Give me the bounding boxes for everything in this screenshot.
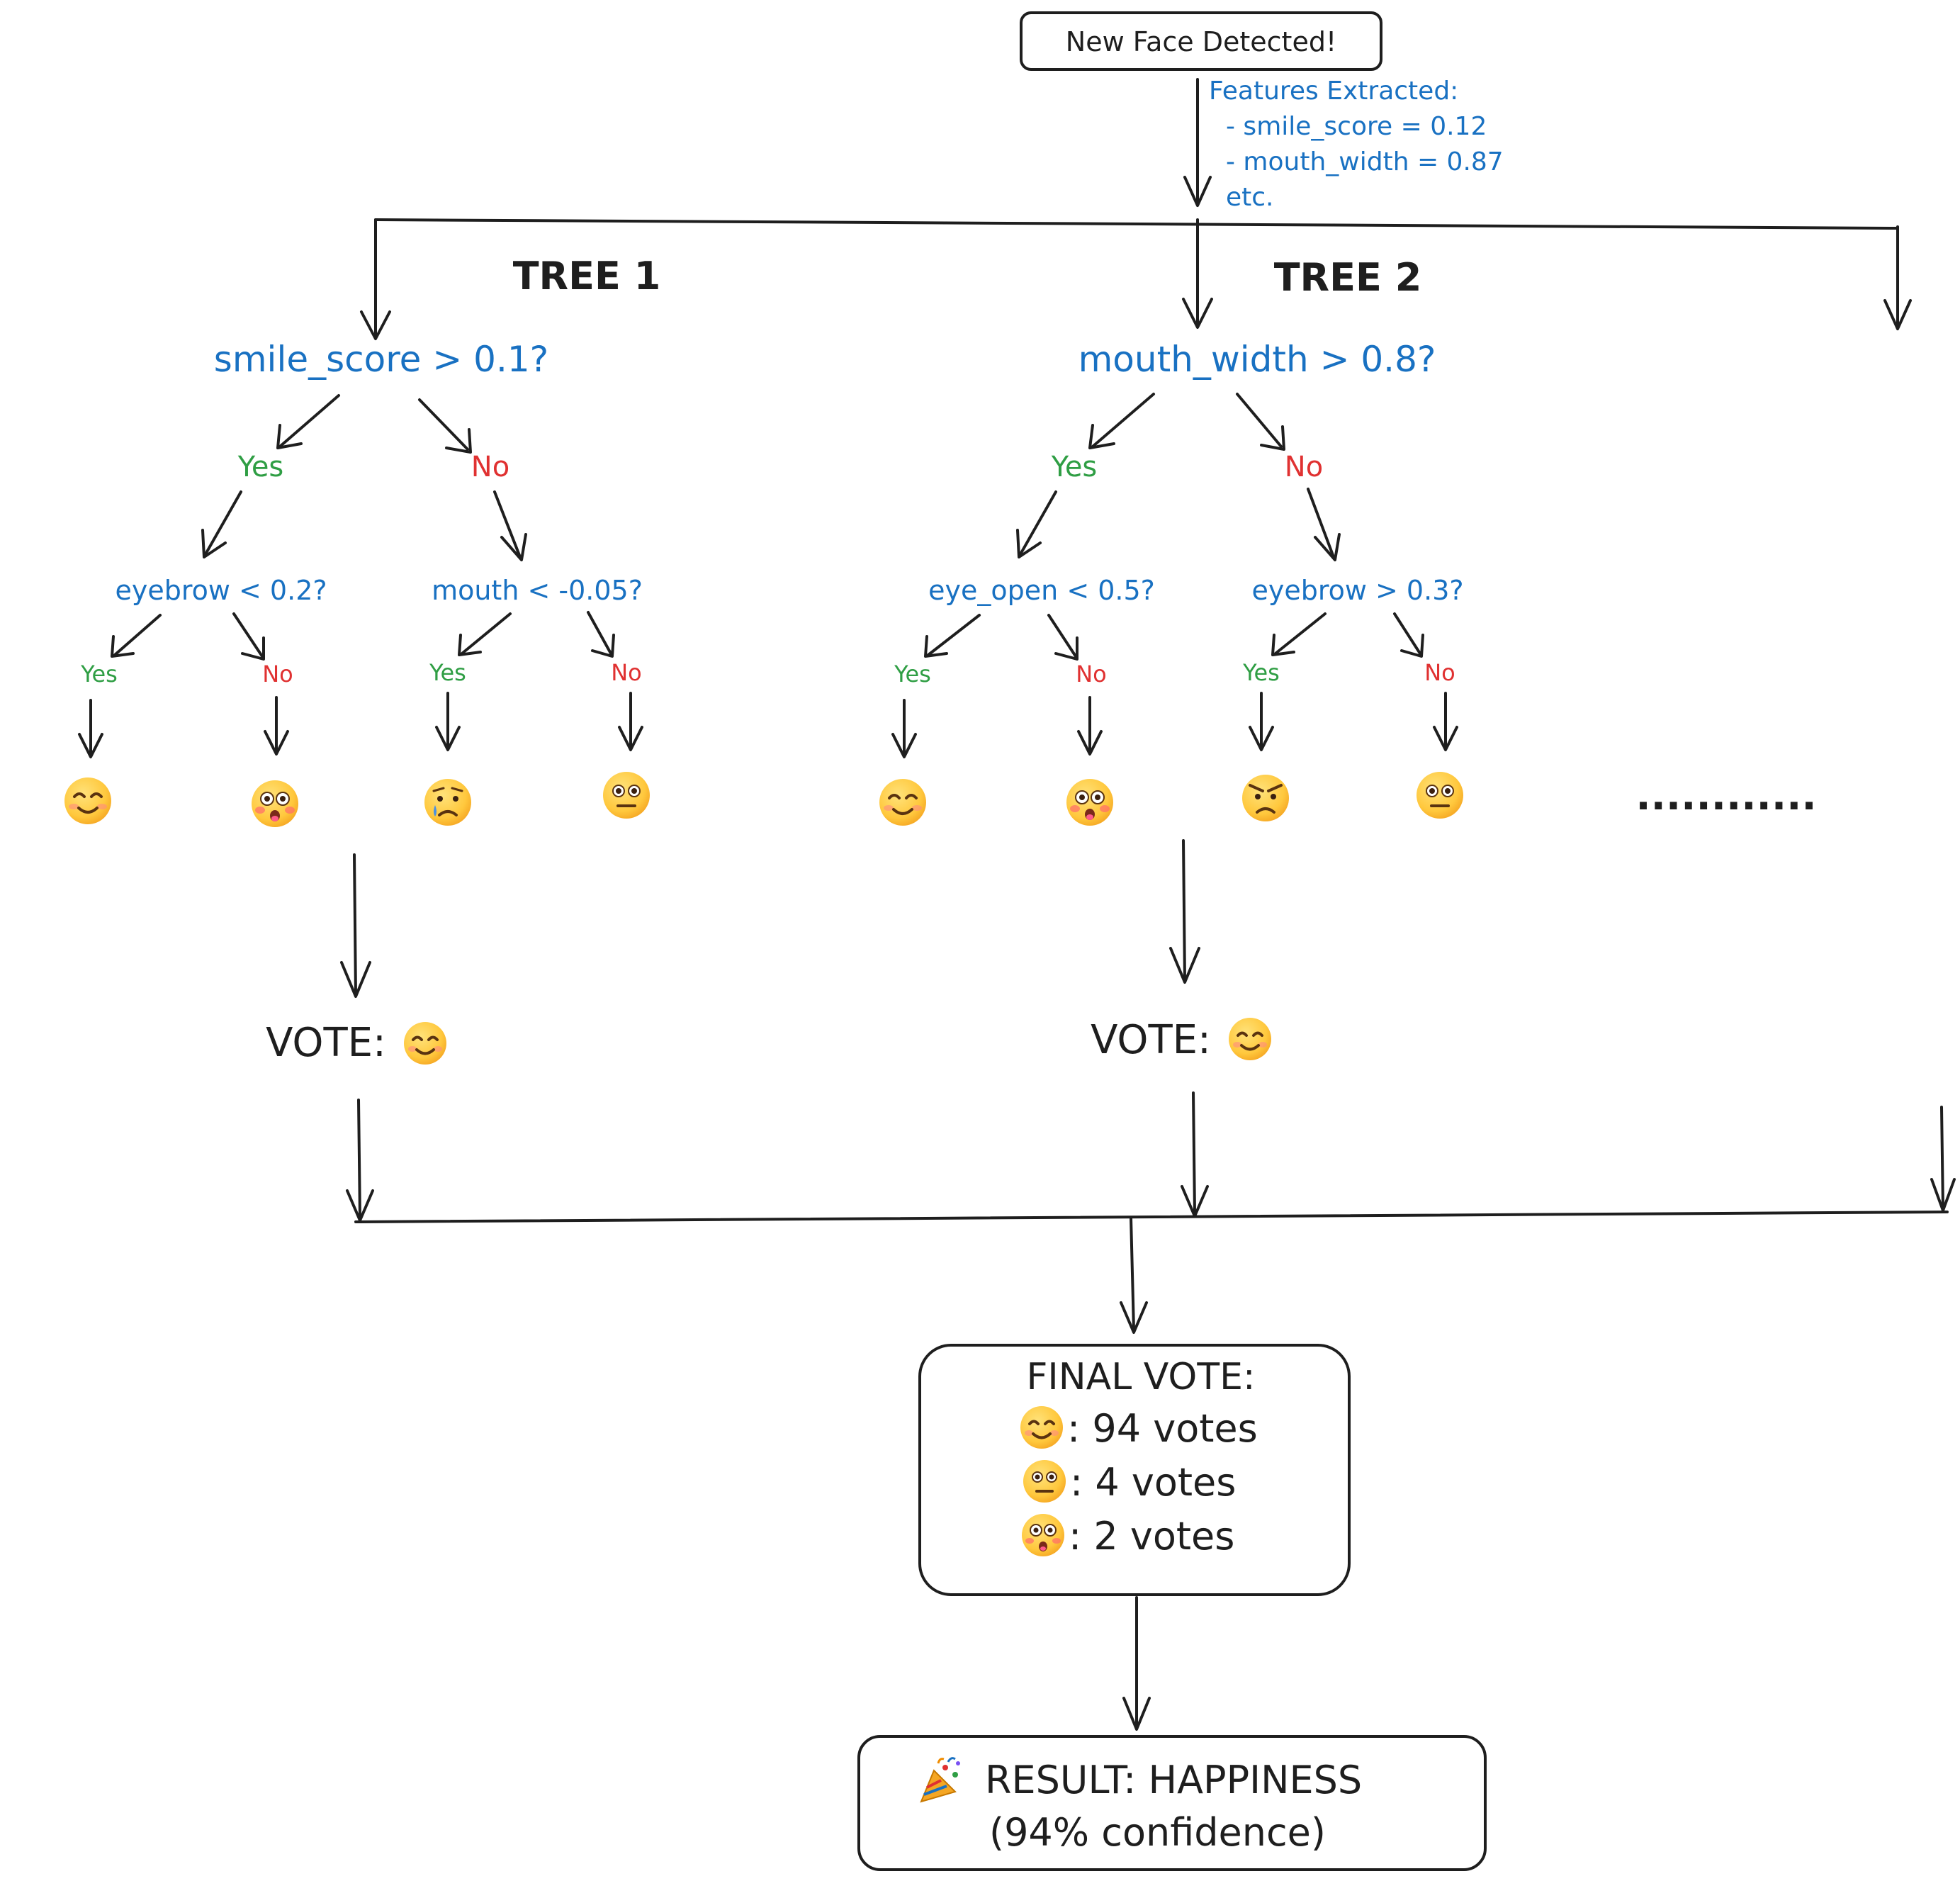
tree1-right-yes: Yes — [429, 659, 466, 686]
neutral-face-icon — [1417, 772, 1463, 819]
tree2-left-yes: Yes — [894, 661, 931, 687]
final-row-neutral-votes: : 4 votes — [1070, 1460, 1236, 1505]
flushed-face-icon — [1066, 779, 1113, 826]
tree1-root-question: smile_score > 0.1? — [214, 339, 548, 380]
tree1-no: No — [471, 451, 509, 483]
sad-face-icon — [424, 779, 471, 826]
tree2-left-question: eye_open < 0.5? — [928, 575, 1155, 606]
tree2-right-yes: Yes — [1242, 659, 1280, 686]
tree1-left-no: No — [262, 661, 293, 687]
tree2-root-question: mouth_width > 0.8? — [1078, 339, 1436, 380]
tree2-yes: Yes — [1051, 451, 1098, 483]
feature-etc: etc. — [1226, 183, 1274, 212]
tree1-arrows — [78, 394, 643, 998]
final-vote-title: FINAL VOTE: — [1027, 1356, 1256, 1398]
tree2-title: TREE 2 — [1274, 255, 1422, 300]
neutral-face-icon — [603, 772, 650, 819]
tree2-no: No — [1285, 451, 1323, 483]
feature-smile-score: - smile_score = 0.12 — [1226, 112, 1487, 141]
tree1-vote-label: VOTE: — [266, 1020, 386, 1066]
tree2-vote-smiling-icon — [1229, 1018, 1271, 1060]
tree1-yes: Yes — [237, 451, 284, 483]
features-title: Features Extracted: — [1209, 77, 1458, 106]
result-label: RESULT: HAPPINESS — [985, 1758, 1362, 1802]
new-face-label: New Face Detected! — [1066, 26, 1336, 57]
flushed-face-icon — [252, 780, 298, 827]
new-face-box — [1020, 11, 1382, 71]
tree2-arrows — [891, 393, 1458, 984]
more-trees-ellipsis: ............ — [1635, 773, 1816, 819]
tree1-right-no: No — [611, 659, 642, 686]
tree1-left-question: eyebrow < 0.2? — [115, 575, 327, 606]
angry-face-icon — [1242, 775, 1289, 821]
tree1-title: TREE 1 — [513, 254, 661, 298]
tree2-right-question: eyebrow > 0.3? — [1251, 575, 1463, 606]
smiling-face-icon — [64, 777, 111, 824]
result-connector — [1122, 1596, 1151, 1731]
tree2-right-no: No — [1424, 659, 1455, 686]
result-box — [857, 1735, 1487, 1871]
final-row-smiling-icon — [1020, 1406, 1063, 1449]
feature-mouth-width: - mouth_width = 0.87 — [1226, 147, 1504, 176]
tree2-left-no: No — [1076, 661, 1107, 687]
final-row-smiling-votes: : 94 votes — [1067, 1406, 1258, 1451]
tree1-right-question: mouth < -0.05? — [432, 575, 643, 606]
tree1-left-yes: Yes — [80, 661, 118, 687]
final-row-flushed-icon — [1022, 1514, 1064, 1556]
final-row-flushed-votes: : 2 votes — [1069, 1514, 1234, 1559]
tree2-vote-label: VOTE: — [1091, 1017, 1211, 1063]
top-connectors — [360, 78, 1912, 340]
final-row-neutral-icon — [1023, 1460, 1066, 1503]
party-popper-icon — [920, 1757, 960, 1803]
result-confidence: (94% confidence) — [989, 1810, 1326, 1855]
smiling-face-icon — [879, 779, 926, 826]
tree1-vote-smiling-icon — [404, 1022, 446, 1065]
aggregation-connectors — [346, 1091, 1956, 1334]
